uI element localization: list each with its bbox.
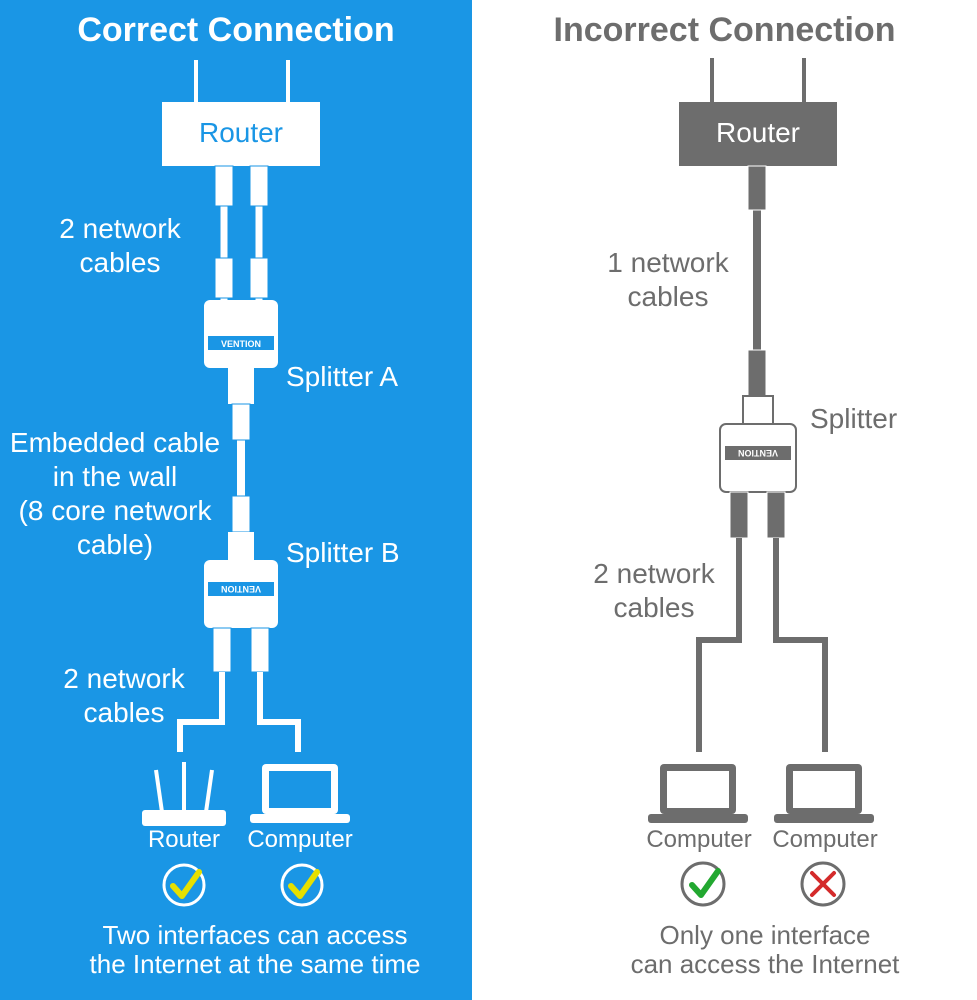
embedded-cable	[231, 403, 251, 534]
left-router	[162, 60, 320, 166]
title-correct-connection: Correct Connection	[77, 11, 395, 49]
right-cables-bottom-line2: cables	[613, 592, 695, 623]
splitter-a-icon: VENTION	[204, 300, 278, 404]
left-cables-top-line2: cables	[79, 247, 161, 278]
wifi-router-icon	[142, 762, 226, 826]
svg-text:VENTION: VENTION	[221, 339, 261, 349]
left-top-cables	[214, 165, 269, 300]
incorrect-connection-panel	[472, 0, 977, 1000]
splitter-b-label: Splitter B	[286, 537, 400, 568]
right-device-2-label: Computer	[772, 826, 878, 853]
left-router-label: Router	[198, 117, 284, 148]
laptop-icon	[648, 764, 748, 823]
title-incorrect-connection: Incorrect Connection	[553, 11, 896, 49]
splitter-a-label: Splitter A	[286, 361, 399, 392]
left-caption-line2: the Internet at the same time	[89, 949, 421, 979]
left-cables-bottom-line1: 2 network	[63, 663, 185, 694]
svg-text:VENTION: VENTION	[221, 584, 261, 594]
check-icon	[280, 863, 324, 907]
right-caption-line2: can access the Internet	[630, 949, 900, 979]
check-icon	[680, 861, 726, 907]
embedded-line4: cable)	[76, 529, 154, 560]
svg-text:VENTION: VENTION	[738, 448, 778, 458]
left-caption-line1: Two interfaces can access	[102, 920, 408, 950]
right-router-label: Router	[715, 117, 801, 148]
left-bottom-cables	[177, 627, 301, 752]
right-splitter-label: Splitter	[810, 403, 898, 434]
right-caption-line1: Only one interface	[659, 920, 871, 950]
splitter-icon: VENTION	[719, 395, 797, 493]
left-device-router-label: Router	[147, 826, 221, 853]
left-device-computer-label: Computer	[247, 826, 353, 853]
cross-icon	[800, 861, 846, 907]
embedded-line1: Embedded cable	[9, 427, 221, 458]
left-cables-bottom-line2: cables	[83, 697, 165, 728]
laptop-icon	[774, 764, 874, 823]
splitter-b-icon: VENTION	[204, 532, 278, 628]
laptop-icon	[250, 764, 350, 823]
embedded-line3: (8 core network	[18, 495, 212, 526]
right-bottom-cables	[696, 491, 828, 752]
embedded-line2: in the wall	[52, 461, 178, 492]
right-top-cable	[747, 165, 767, 398]
rj45-plug-icon	[214, 165, 269, 299]
right-device-1-label: Computer	[646, 826, 752, 853]
left-cables-top-line1: 2 network	[59, 213, 181, 244]
right-router	[679, 58, 837, 166]
right-cables-top-line2: cables	[627, 281, 709, 312]
check-icon	[162, 863, 206, 907]
right-cables-top-line1: 1 network	[607, 247, 729, 278]
right-cables-bottom-line1: 2 network	[593, 558, 715, 589]
